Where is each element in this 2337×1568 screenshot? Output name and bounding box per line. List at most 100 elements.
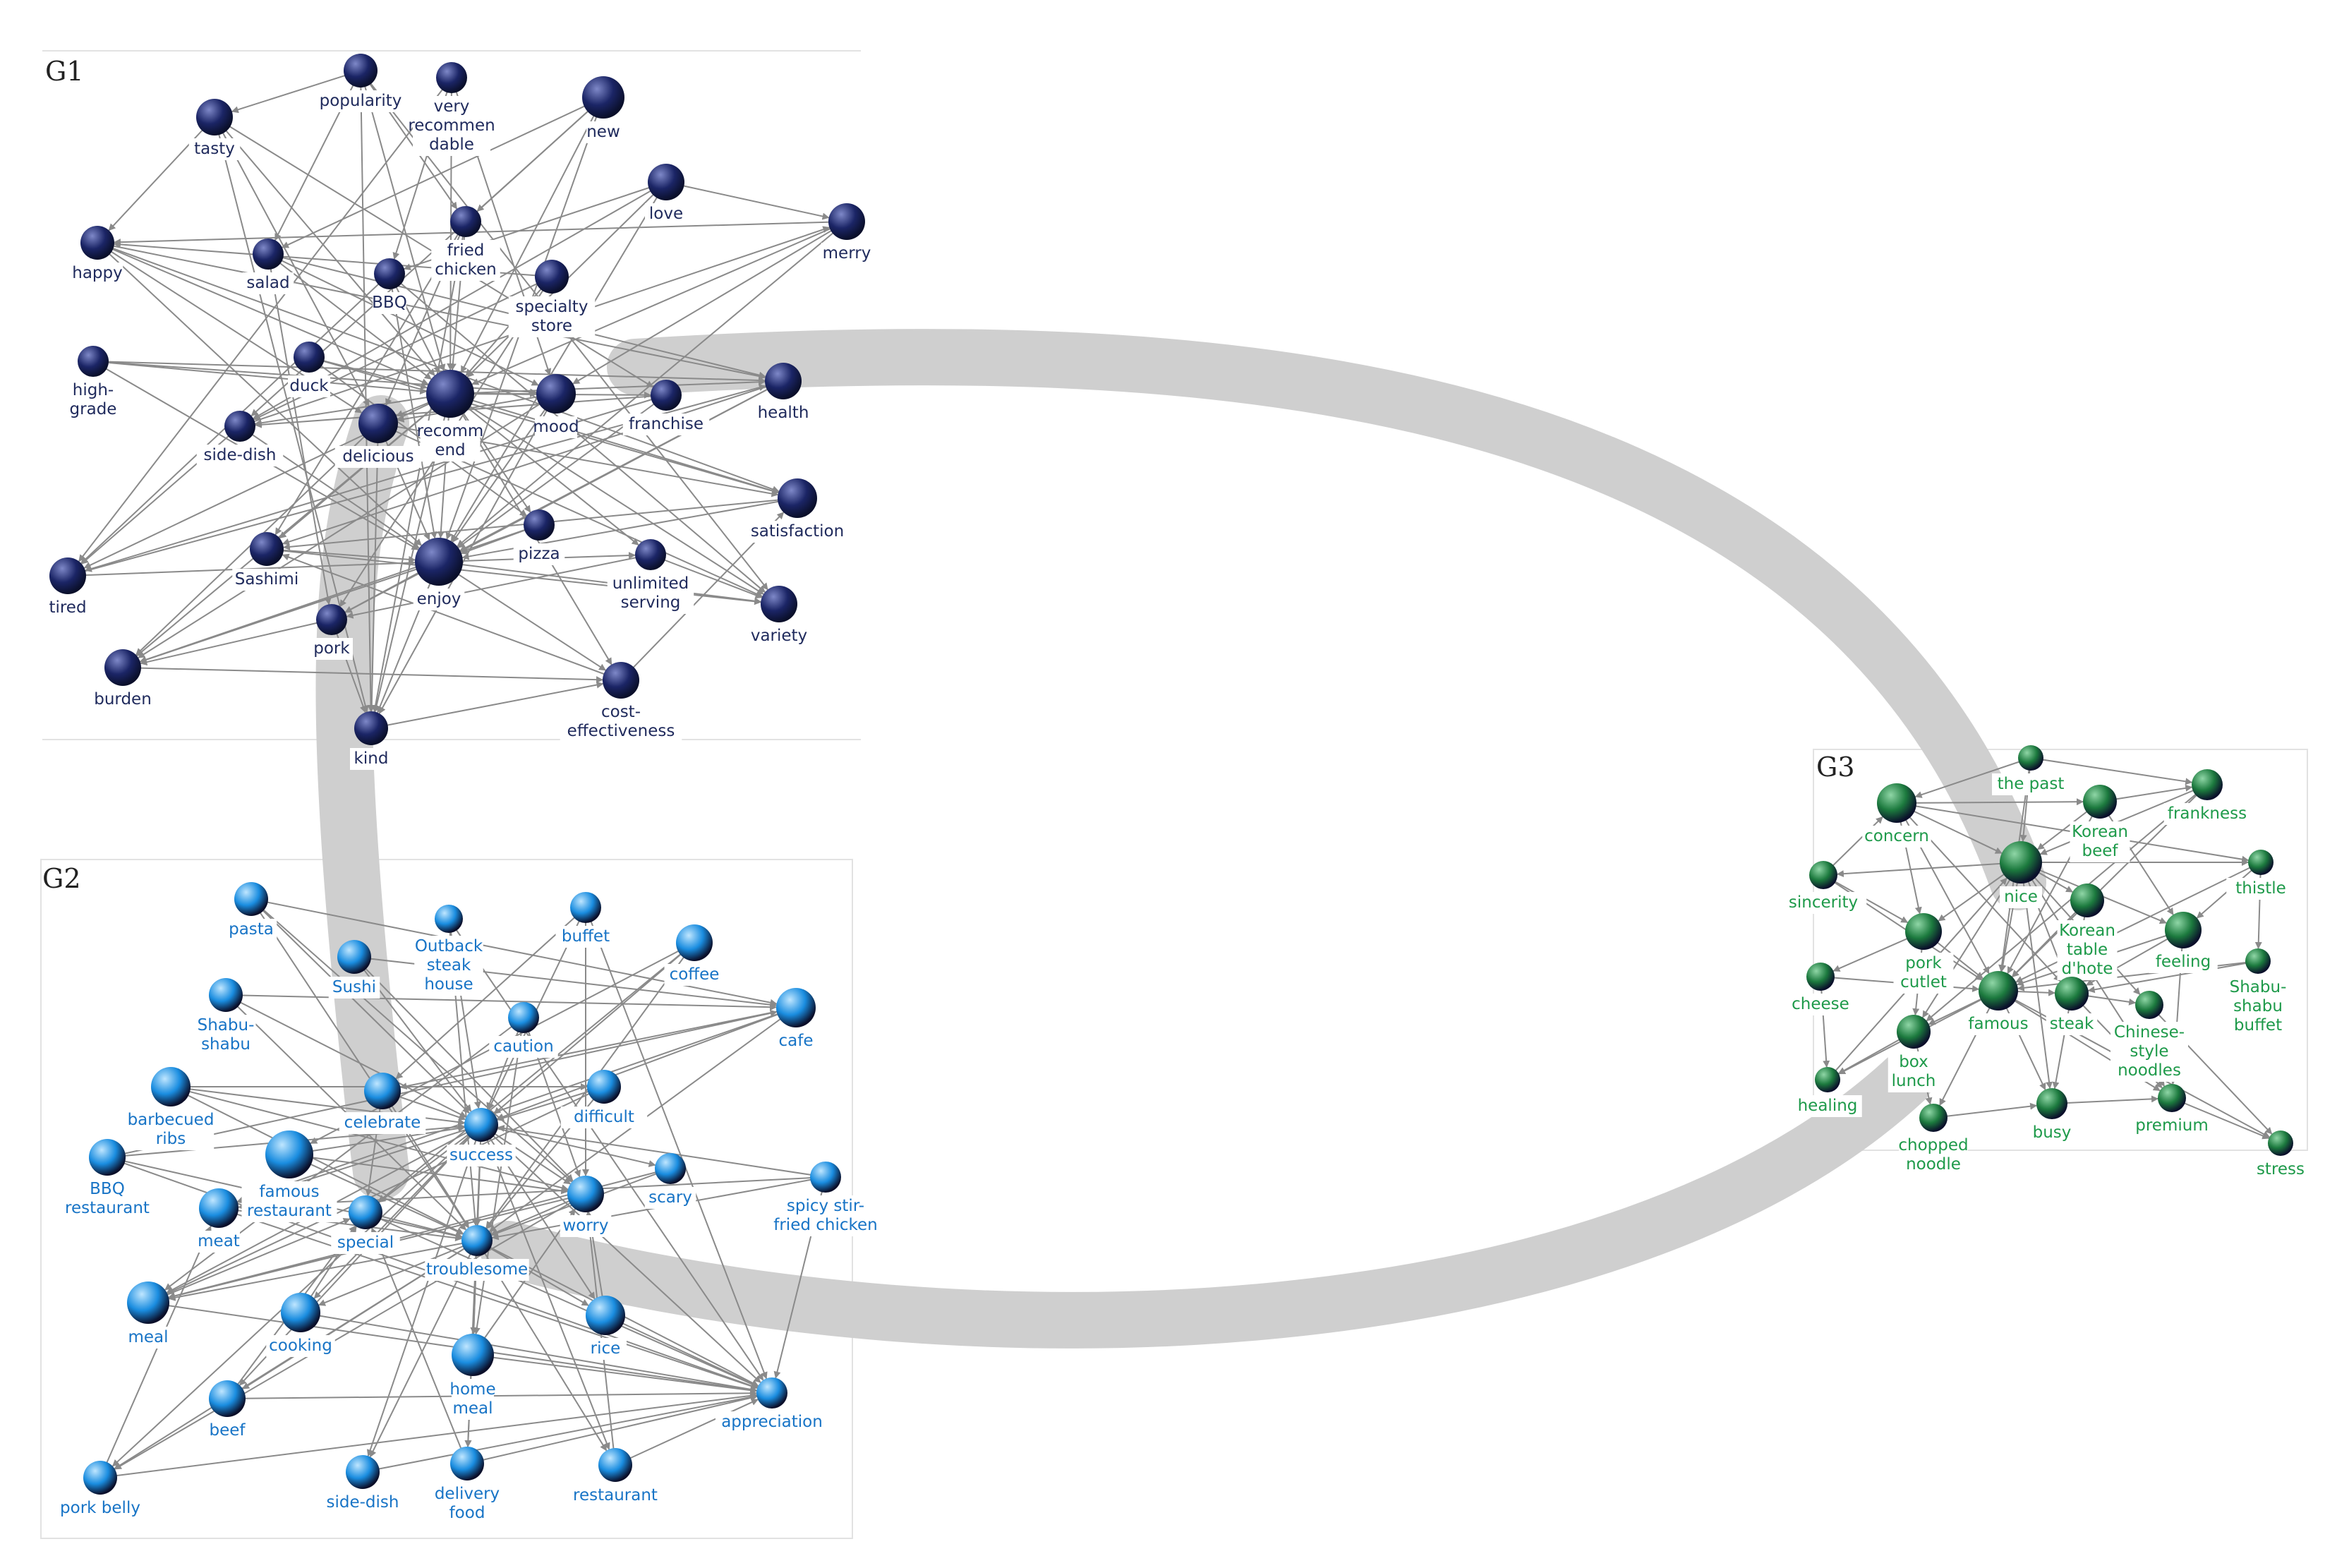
node-health[interactable]: health	[753, 363, 814, 424]
node-sphere	[435, 905, 463, 933]
node-delicious[interactable]: delicious	[334, 404, 422, 468]
node-side-dish[interactable]: side-dish	[319, 1455, 406, 1514]
node-label-background	[744, 625, 814, 647]
node-spicy-stir-fried-chicken[interactable]: spicy stir-fried chicken	[764, 1162, 887, 1236]
node-celebrate[interactable]: celebrate	[339, 1073, 426, 1134]
edge-pork-to-kind	[331, 619, 367, 713]
node-caution[interactable]: caution	[489, 1002, 558, 1058]
node-troublesome[interactable]: troublesome	[425, 1225, 529, 1281]
node-label-background	[645, 203, 687, 225]
node-famous[interactable]: famous	[1968, 971, 2029, 1035]
node-mood[interactable]: mood	[533, 374, 579, 438]
node-meat[interactable]: meat	[198, 1188, 240, 1253]
node-buffet[interactable]: buffet	[555, 892, 616, 948]
node-label: stress	[2257, 1160, 2305, 1178]
node-busy[interactable]: busy	[2031, 1088, 2073, 1144]
node-cost-effectiveness[interactable]: cost-effectiveness	[560, 662, 682, 742]
node-label-background	[188, 138, 241, 160]
node-cheese[interactable]: cheese	[1790, 963, 1851, 1015]
node-label-line: celebrate	[344, 1114, 421, 1132]
node-pizza[interactable]: pizza	[513, 509, 565, 565]
node-tasty[interactable]: tasty	[188, 99, 241, 160]
node-tired[interactable]: tired	[42, 557, 94, 619]
node-sashimi[interactable]: Sashimi	[232, 532, 301, 591]
node-sphere	[1919, 1104, 1948, 1132]
node-concern[interactable]: concern	[1862, 783, 1931, 848]
node-worry[interactable]: worry	[560, 1176, 612, 1237]
node-nice[interactable]: nice	[2000, 841, 2042, 908]
edge-merry-to-enjoy	[457, 221, 847, 547]
node-the-past[interactable]: the past	[1992, 745, 2070, 795]
node-sincerity[interactable]: sincerity	[1780, 861, 1867, 914]
node-frankness[interactable]: frankness	[2163, 769, 2251, 825]
node-duck[interactable]: duck	[288, 342, 330, 397]
node-sphere	[344, 54, 378, 88]
node-coffee[interactable]: coffee	[664, 924, 725, 986]
edge-frankness-to-box-lunch	[1926, 784, 2208, 1022]
node-label: mood	[533, 418, 579, 436]
node-new[interactable]: new	[582, 76, 624, 143]
node-rice[interactable]: rice	[584, 1296, 627, 1360]
node-love[interactable]: love	[645, 164, 687, 225]
node-happy[interactable]: happy	[71, 226, 123, 284]
node-merry[interactable]: merry	[821, 203, 873, 265]
node-difficult[interactable]: difficult	[560, 1070, 648, 1128]
node-satisfaction[interactable]: satisfaction	[741, 478, 854, 543]
node-high-grade[interactable]: high-grade	[67, 346, 119, 421]
node-feeling[interactable]: feeling	[2149, 912, 2218, 973]
node-scary[interactable]: scary	[644, 1153, 696, 1209]
node-variety[interactable]: variety	[744, 586, 814, 647]
node-kind[interactable]: kind	[350, 711, 392, 770]
node-pork-belly[interactable]: pork belly	[52, 1461, 148, 1519]
node-salad[interactable]: salad	[242, 239, 294, 294]
node-popularity[interactable]: popularity	[313, 54, 409, 112]
node-shabu-shabu[interactable]: Shabu-shabu	[195, 978, 256, 1056]
node-cafe[interactable]: cafe	[775, 988, 817, 1052]
group-title-g2: G2	[42, 863, 81, 894]
node-success[interactable]: success	[447, 1108, 516, 1166]
node-thistle[interactable]: thistle	[2226, 850, 2295, 900]
node-stress[interactable]: stress	[2250, 1130, 2311, 1181]
edge-high-grade-to-health	[92, 361, 766, 384]
node-beef[interactable]: beef	[206, 1380, 248, 1442]
node-sushi[interactable]: Sushi	[328, 940, 380, 999]
node-side-dish[interactable]: side-dish	[196, 411, 284, 466]
node-steak[interactable]: steak	[2046, 977, 2098, 1035]
node-meal[interactable]: meal	[127, 1281, 169, 1349]
node-premium[interactable]: premium	[2135, 1084, 2209, 1137]
node-label-background	[127, 1109, 215, 1150]
node-enjoy[interactable]: enjoy	[413, 538, 465, 610]
node-appreciation[interactable]: appreciation	[715, 1377, 828, 1433]
node-restaurant[interactable]: restaurant	[567, 1448, 663, 1507]
node-pork[interactable]: pork	[310, 604, 353, 660]
node-label-line: fried	[447, 241, 485, 260]
node-pasta[interactable]: pasta	[225, 882, 277, 941]
node-franchise[interactable]: franchise	[622, 380, 710, 435]
node-label-background	[2070, 821, 2130, 862]
node-sphere	[587, 1070, 621, 1104]
node-healing[interactable]: healing	[1793, 1067, 1862, 1117]
node-burden[interactable]: burden	[92, 649, 153, 711]
node-special[interactable]: special	[331, 1195, 400, 1254]
node-bbq[interactable]: BBQ	[372, 258, 407, 314]
node-cooking[interactable]: cooking	[266, 1293, 335, 1357]
